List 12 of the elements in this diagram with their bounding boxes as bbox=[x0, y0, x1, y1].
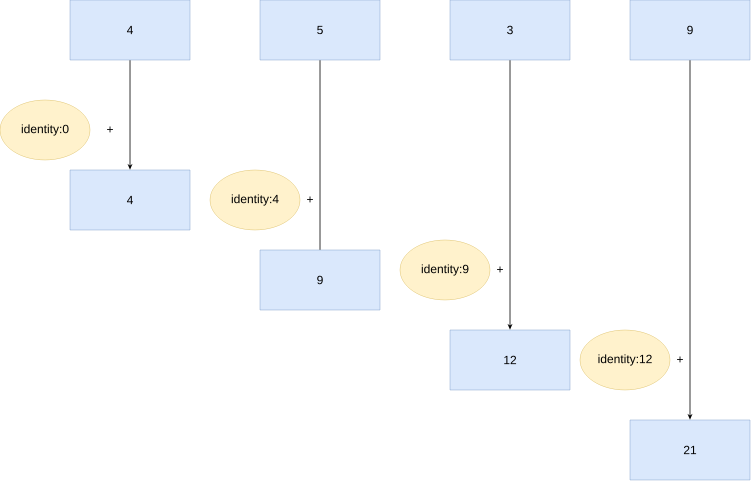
number-box: 5 bbox=[260, 0, 380, 60]
number-box: 3 bbox=[450, 0, 570, 60]
number-box: 9 bbox=[260, 250, 380, 310]
number-box: 4 bbox=[70, 0, 190, 60]
number-box: 9 bbox=[630, 0, 750, 60]
number-box: 21 bbox=[630, 420, 750, 480]
operator-label: + bbox=[677, 356, 683, 362]
number-box: 12 bbox=[450, 330, 570, 390]
number-box: 4 bbox=[70, 170, 190, 230]
operator-label: + bbox=[497, 266, 503, 272]
operator-label: + bbox=[307, 196, 313, 202]
operator-label: + bbox=[107, 126, 113, 132]
